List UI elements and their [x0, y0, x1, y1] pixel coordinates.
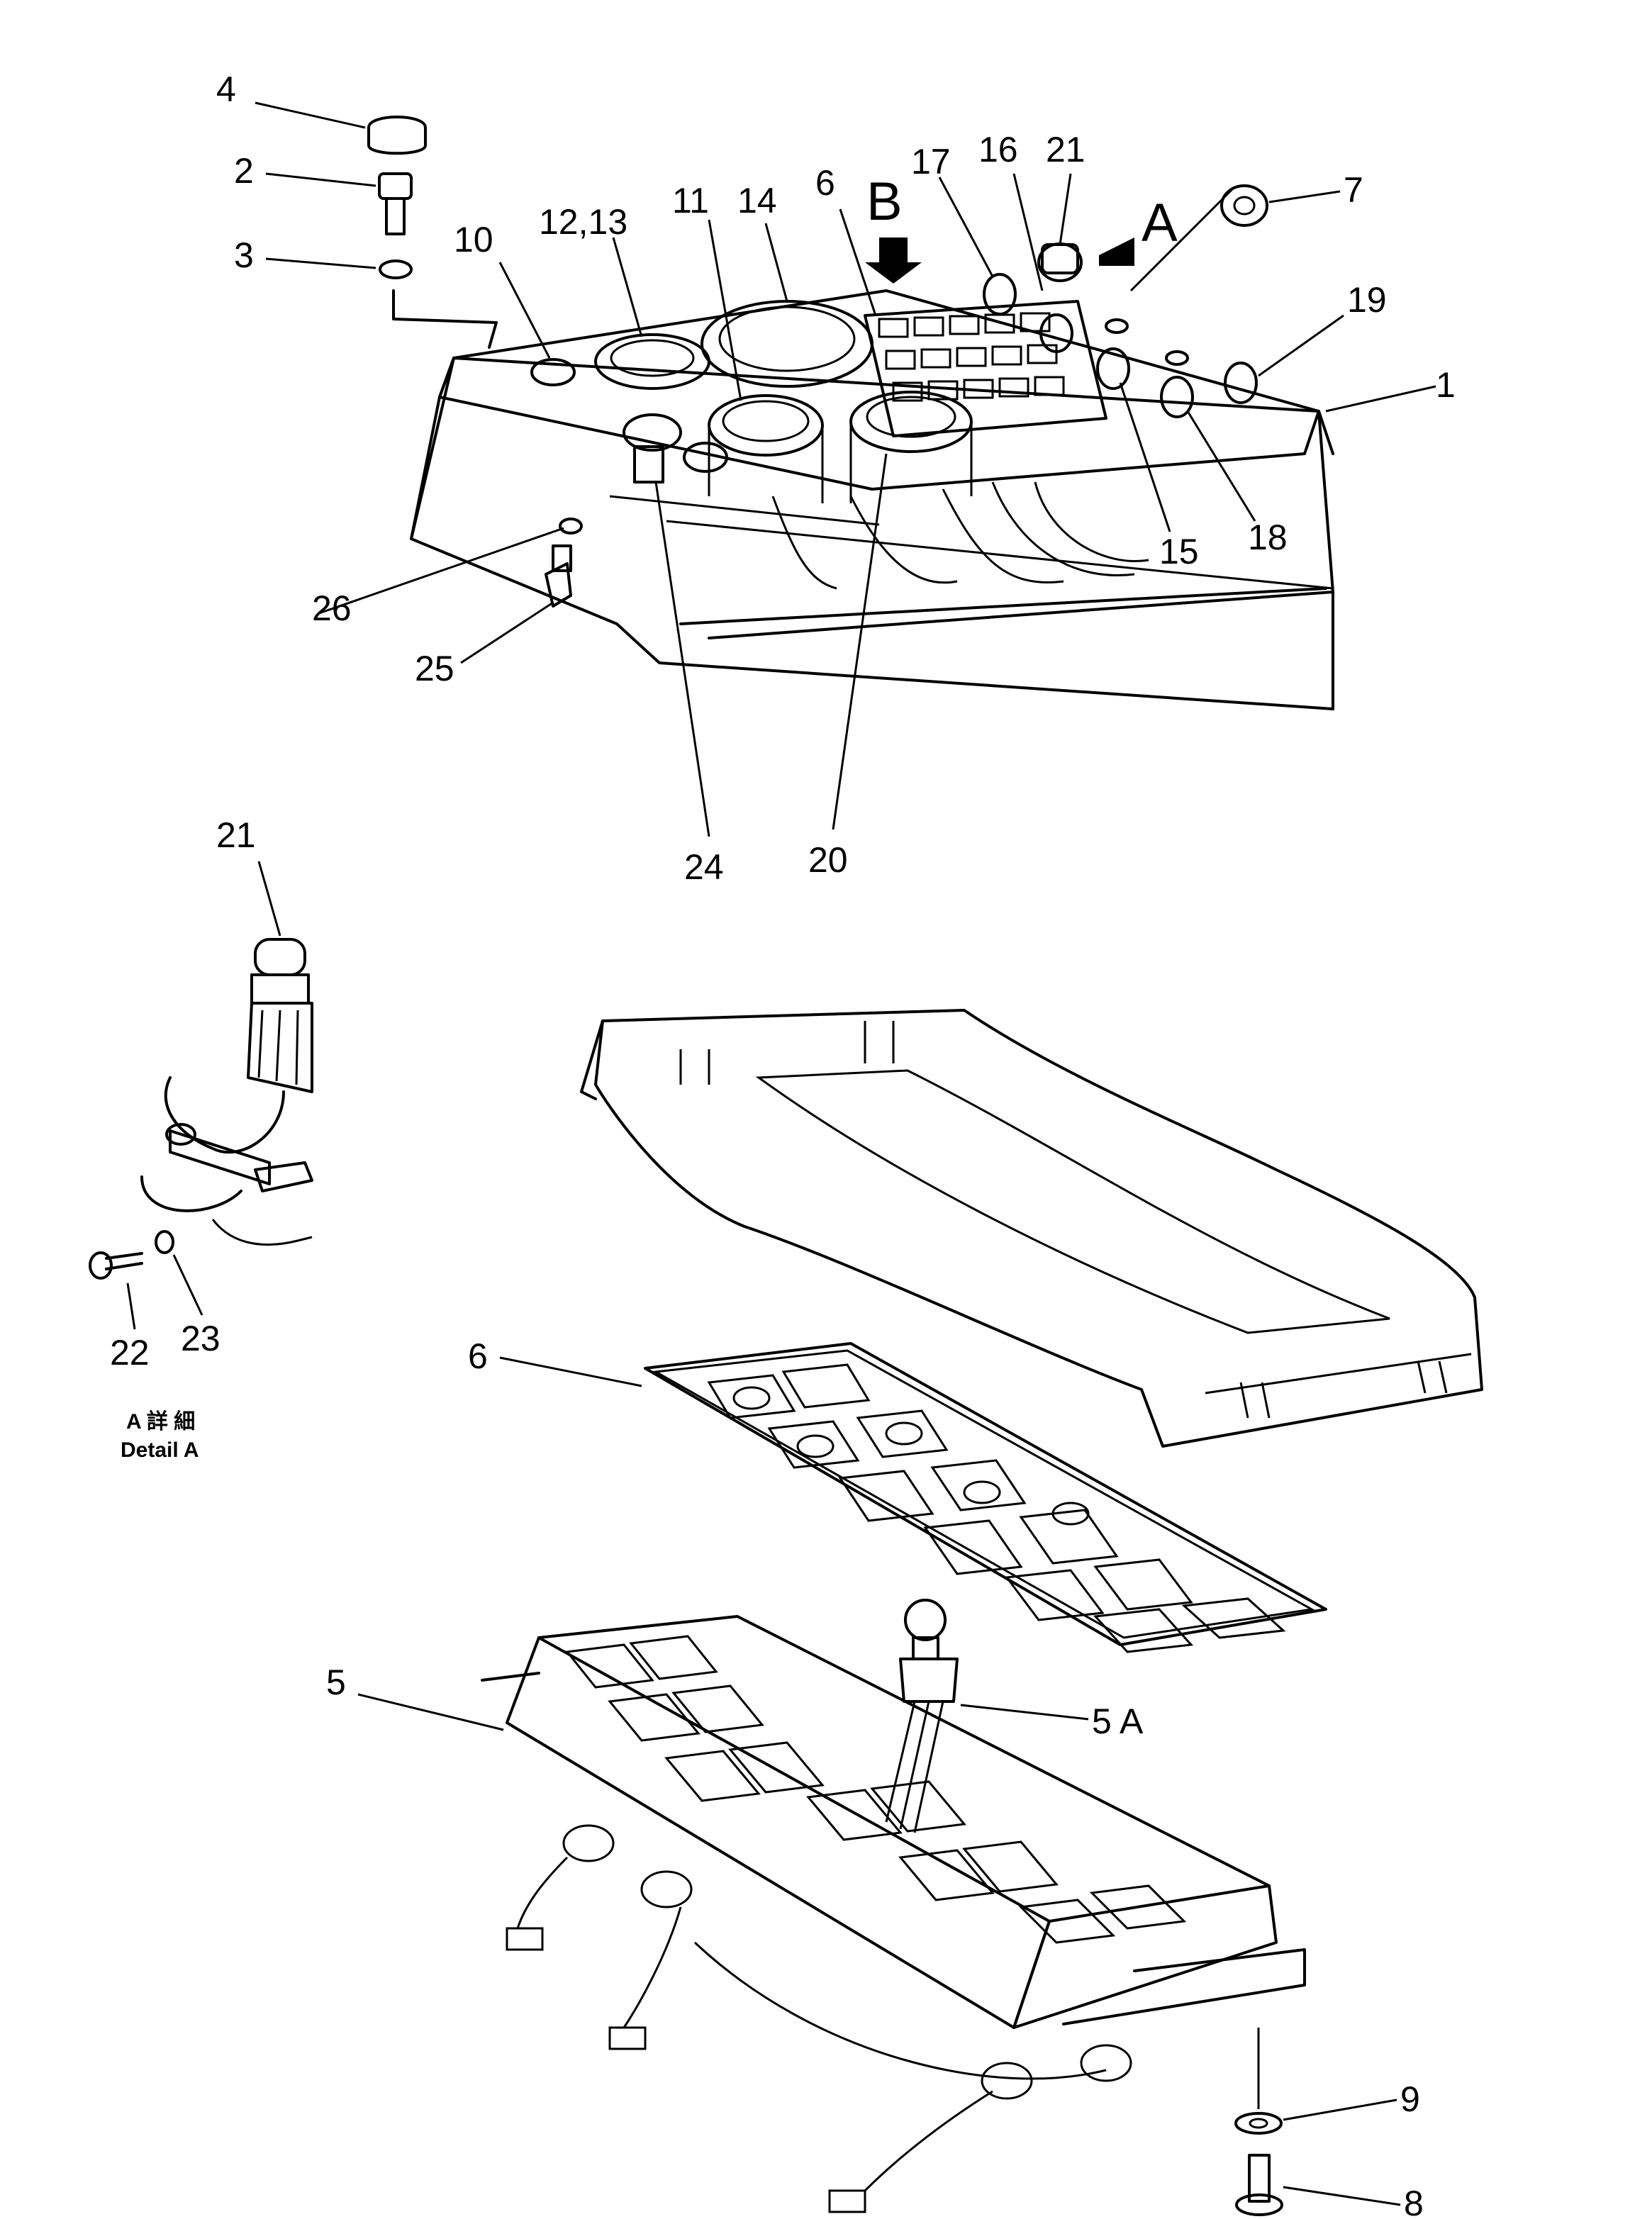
callout-5a: 5 A: [1092, 1701, 1144, 1741]
callout-25: 25: [415, 649, 454, 688]
sheet-symbols: [707, 1363, 1286, 1653]
callout-19: 19: [1347, 280, 1387, 320]
grommet-7: [1220, 184, 1268, 227]
callout-8: 8: [1404, 2184, 1424, 2219]
callout-23: 23: [181, 1319, 221, 1358]
lamp-case-cells: [565, 1635, 1187, 1944]
lamp-panel-sheet: [644, 1342, 1327, 1653]
washer-26: [559, 518, 583, 535]
view-a-arrow: [1099, 237, 1134, 266]
callout-11: 11: [672, 181, 709, 220]
detail-caption-en: Detail A: [121, 1438, 199, 1462]
washer-9: [1234, 2112, 1283, 2135]
switches: [983, 242, 1258, 418]
callout-12-13: 12,13: [539, 202, 627, 242]
callout-21-detail: 21: [216, 815, 256, 855]
callout-20: 20: [808, 840, 848, 880]
callout-9: 9: [1400, 2079, 1420, 2119]
lamp-case: [481, 1599, 1306, 2213]
callout-2: 2: [234, 151, 254, 191]
callout-1: 1: [1436, 365, 1456, 405]
callout-24: 24: [684, 847, 724, 887]
gauge-14: [701, 300, 874, 388]
view-b-arrow: [865, 237, 922, 284]
bolt-2: [378, 172, 413, 235]
callout-3: 3: [234, 235, 254, 275]
cap-4: [367, 116, 427, 155]
callout-18: 18: [1248, 518, 1288, 557]
callout-22: 22: [110, 1333, 150, 1373]
callout-7: 7: [1344, 170, 1363, 210]
callout-15: 15: [1159, 532, 1199, 571]
leader-lines-bottom: [357, 1356, 1401, 2206]
washer-3: [379, 259, 413, 279]
callout-26: 26: [312, 588, 352, 628]
callout-21-top: 21: [1046, 130, 1085, 169]
callout-6-mid: 6: [468, 1336, 488, 1376]
callout-labels: 4 2 3 10 12,13 11 14 6 17 16 21 7 19 1 1…: [110, 69, 1456, 2219]
screw-8: [1235, 2154, 1283, 2216]
instrument-panel-assembly: [255, 101, 1436, 837]
bulb-5a: [885, 1599, 959, 1833]
callout-16: 16: [978, 130, 1018, 169]
panel-top-plate: [438, 289, 1320, 491]
view-marker-b: B: [866, 172, 903, 232]
callout-6-top: 6: [815, 163, 835, 203]
gauge-11: [708, 394, 824, 457]
callout-17: 17: [911, 142, 951, 181]
view-marker-a: A: [1142, 193, 1178, 253]
leader-lines-top: [255, 101, 1436, 837]
callout-4: 4: [216, 69, 236, 109]
warning-lamp-cluster: [864, 300, 1107, 437]
callout-14: 14: [737, 181, 777, 220]
panel-cover: [580, 1009, 1483, 1448]
callout-10: 10: [454, 220, 493, 259]
detail-caption-jp: A 詳 細: [126, 1409, 195, 1433]
connector-24: [633, 445, 664, 484]
bolt-25: [545, 562, 572, 608]
panel-housing: [410, 357, 1334, 710]
detail-a-switch: [89, 861, 313, 1330]
lamp-case-wiring: [506, 1824, 1132, 2213]
gauge-10: [530, 358, 576, 386]
callout-5: 5: [326, 1662, 346, 1702]
